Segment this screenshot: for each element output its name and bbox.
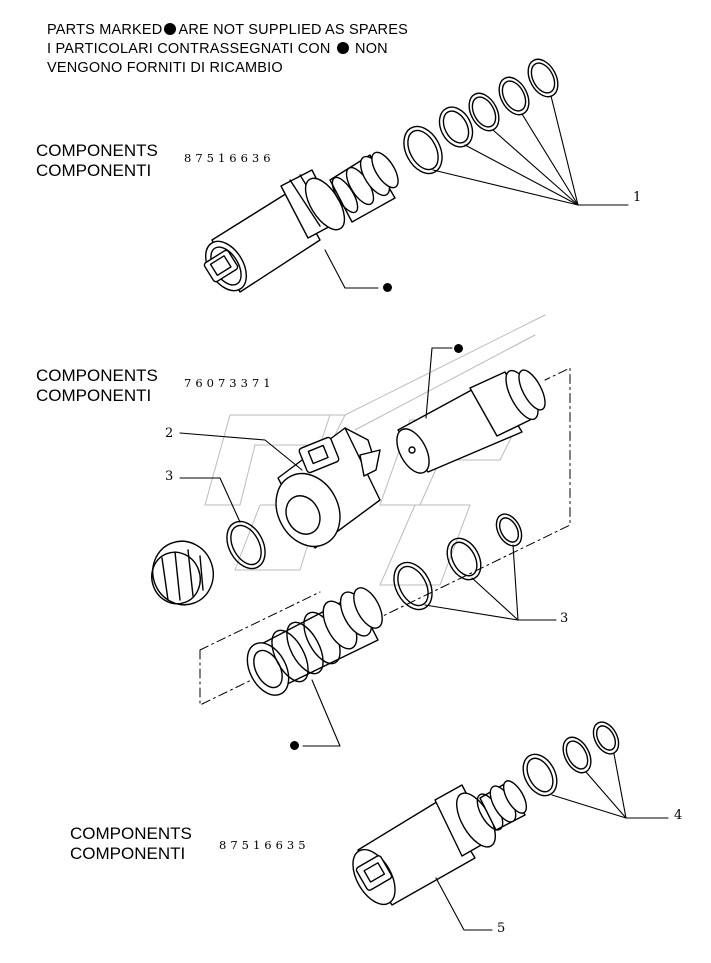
valve-2-cartridge: [246, 587, 383, 696]
group-2-part-code: 76073371: [184, 376, 275, 390]
background-logo-watermark: [204, 314, 546, 586]
group-2-leaders: [179, 347, 557, 747]
callout-3-left: 3: [165, 469, 174, 484]
valve-2-coil: [275, 427, 381, 549]
callout-3-right: 3: [560, 611, 569, 626]
notice-line-1-start: PARTS MARKED: [47, 22, 163, 38]
notice-line-1-end: ARE NOT SUPPLIED AS SPARES: [178, 22, 408, 38]
group-3-title-it: COMPONENTI: [70, 844, 186, 863]
not-supplied-dot-icon: [454, 344, 463, 353]
valve-2-nut: [151, 540, 214, 606]
notice-line-1: PARTS MARKED ARE NOT SUPPLIED AS SPARES: [47, 21, 408, 40]
assembly-dashed-outline: [199, 367, 571, 706]
group-3-title-en: COMPONENTS: [70, 824, 192, 843]
notice-line-2-end: NON: [355, 41, 388, 57]
valve-3-seal-rings: [522, 721, 620, 797]
notice-line-2-start: I PARTICOLARI CONTRASSEGNATI CON: [47, 41, 331, 57]
valve-3-spool: [476, 780, 528, 831]
callout-5: 5: [497, 921, 506, 936]
group-1-part-code: 87516636: [184, 151, 275, 165]
valve-1-spool: [329, 151, 399, 223]
group-2-title-it: COMPONENTI: [36, 386, 152, 405]
valve-1-solenoid-body: [203, 169, 346, 293]
callout-1: 1: [633, 190, 642, 205]
callout-4: 4: [674, 808, 683, 823]
group-1-title-en: COMPONENTS: [36, 141, 158, 160]
notice-line-3: VENGONO FORNITI DI RICAMBIO: [47, 60, 283, 76]
callout-1-leaders: [324, 95, 629, 289]
valve-2-seal-rings: [226, 513, 523, 611]
group-3-leaders: [435, 753, 669, 931]
valve-1-seal-rings: [403, 58, 559, 175]
group-1-title-it: COMPONENTI: [36, 161, 152, 180]
filled-dot-icon: [164, 23, 177, 35]
group-3-part-code: 87516635: [219, 838, 310, 852]
valve-2-tube: [396, 369, 546, 474]
notice-line-2: I PARTICOLARI CONTRASSEGNATI CON NON: [47, 40, 388, 59]
not-supplied-dot-icon: [383, 283, 392, 292]
group-2-title-en: COMPONENTS: [36, 366, 158, 385]
callout-2: 2: [165, 426, 174, 441]
valve-3-solenoid-body: [352, 784, 496, 906]
not-supplied-dot-icon: [290, 741, 299, 750]
filled-dot-icon: [336, 42, 349, 54]
